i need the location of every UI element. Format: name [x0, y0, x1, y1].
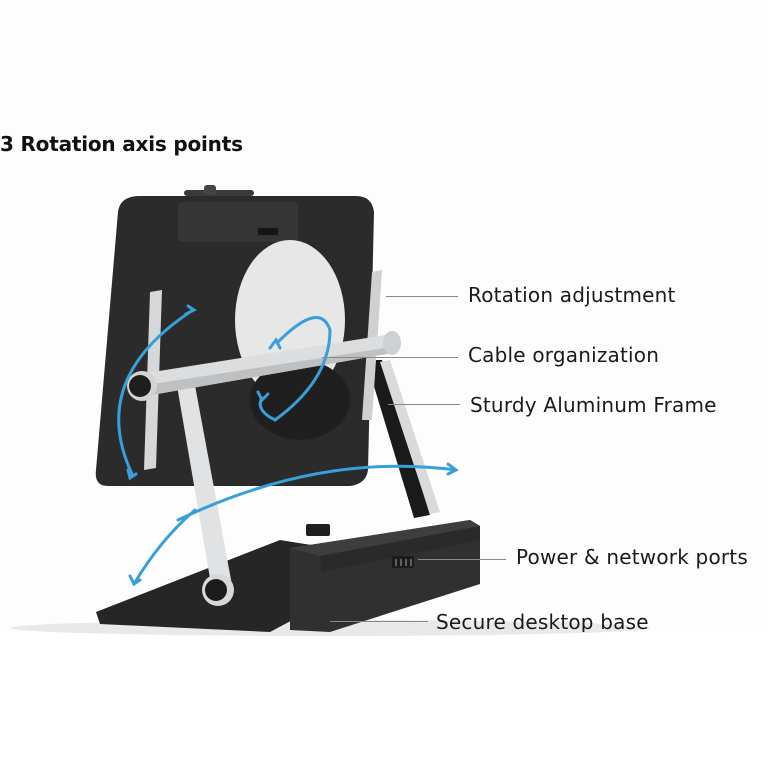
callout-desktop-base: Secure desktop base	[436, 610, 649, 632]
page-title: 3 Rotation axis points	[0, 132, 243, 156]
ports-icon	[392, 556, 414, 568]
leader-line-rotation	[386, 296, 458, 297]
bar-end-cap	[129, 375, 151, 397]
leader-line-frame	[388, 404, 460, 405]
leader-line-cable	[322, 357, 458, 358]
pen-icon	[184, 190, 254, 196]
callout-cable-organization: Cable organization	[468, 343, 660, 367]
callout-power-ports: Power & network ports	[516, 545, 748, 569]
callout-rotation-adjustment: Rotation adjustment	[468, 283, 676, 307]
arrow-rotate	[258, 316, 332, 422]
hinge-knob	[205, 579, 227, 601]
dock-connector	[306, 524, 330, 536]
arrow-tilt	[117, 310, 192, 476]
leader-line-base	[330, 621, 428, 622]
rotation-arrows	[117, 304, 459, 587]
rear-leg	[380, 360, 440, 514]
leader-line-ports	[418, 559, 506, 560]
front-leg	[176, 380, 232, 590]
arrow-swivel	[176, 464, 458, 522]
callout-sturdy-frame: Sturdy Aluminum Frame	[470, 393, 717, 417]
